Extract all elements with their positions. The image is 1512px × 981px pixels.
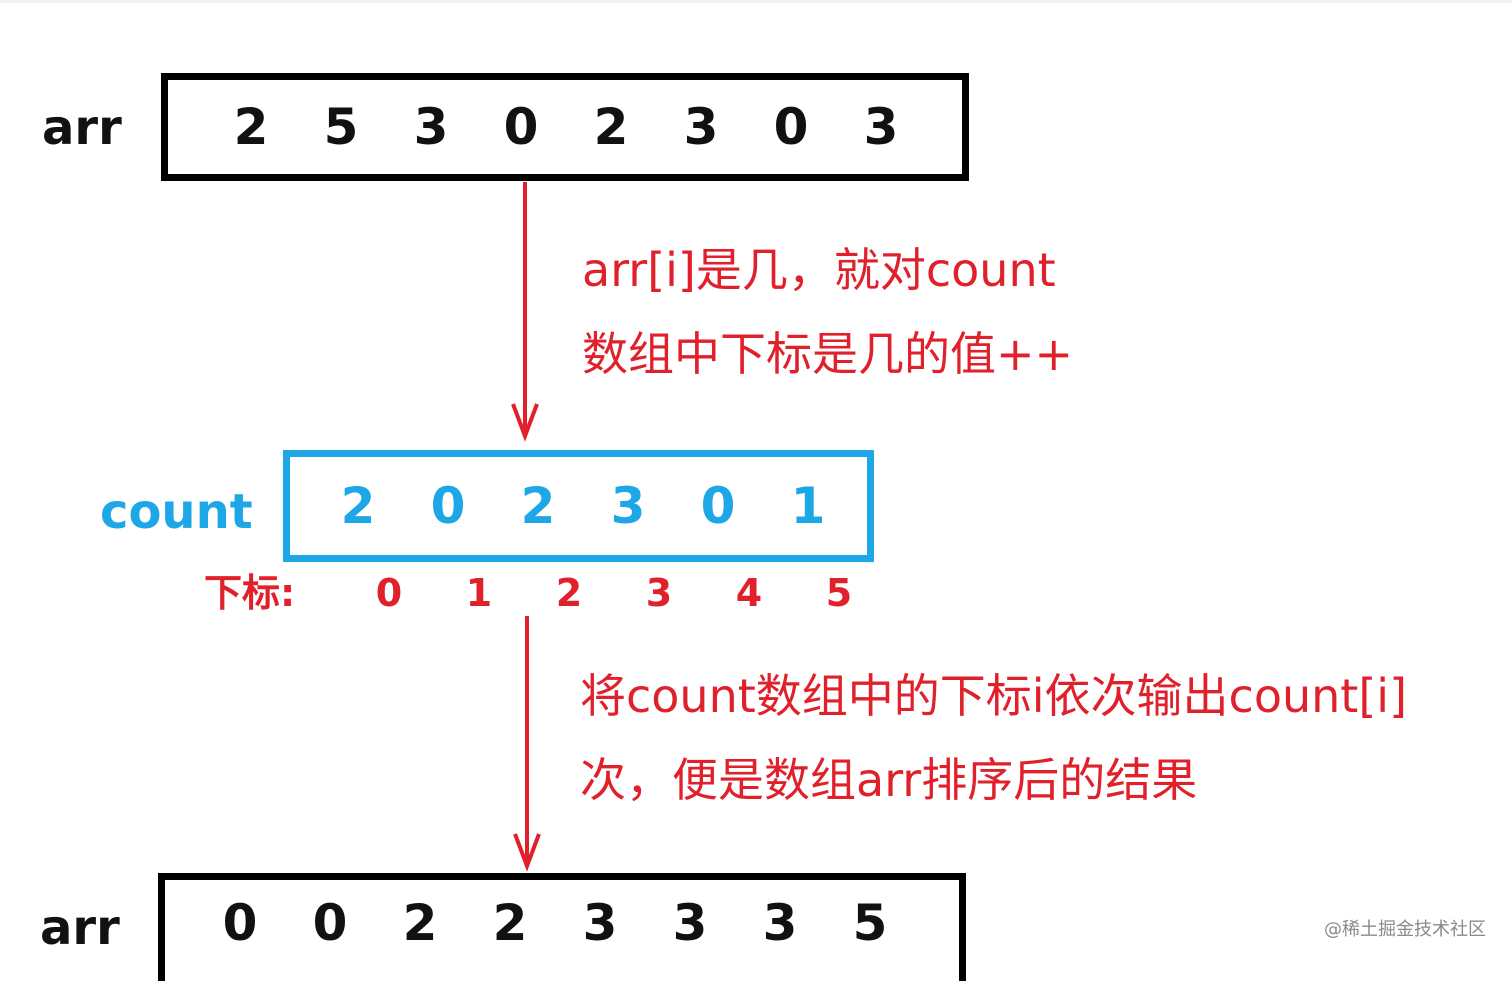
count-cell: 2: [340, 477, 376, 535]
arr-bottom-cell: 0: [222, 893, 258, 952]
index-cell: 4: [735, 571, 763, 615]
index-row: 下标: 0 1 2 3 4 5: [204, 574, 884, 612]
arr-top-cell: 2: [593, 98, 629, 156]
arr-top-cell: 0: [773, 98, 809, 156]
count-cell: 0: [430, 477, 466, 535]
top-border-strip: [0, 0, 1512, 3]
arr-bottom-cell: 3: [672, 893, 708, 952]
arr-bottom-cell: 2: [492, 893, 528, 952]
index-label: 下标:: [204, 571, 296, 615]
index-cell: 0: [375, 571, 403, 615]
count-cell: 3: [610, 477, 646, 535]
arr-bottom-box: 0 0 2 2 3 3 3 5: [158, 873, 966, 981]
arr-bottom-cells: 0 0 2 2 3 3 3 5: [195, 898, 915, 948]
arr-bottom-cell: 3: [762, 893, 798, 952]
index-cell: 3: [645, 571, 673, 615]
index-cell: 2: [555, 571, 583, 615]
arr-top-cell: 2: [233, 98, 269, 156]
step1-note-line1: arr[i]是几，就对count: [582, 243, 1056, 297]
count-cells: 2 0 2 3 0 1: [313, 481, 853, 531]
arr-bottom-cell: 5: [852, 893, 888, 952]
count-label: count: [100, 484, 253, 540]
index-cell: 1: [465, 571, 493, 615]
arr-top-cell: 3: [683, 98, 719, 156]
arr-top-box: 2 5 3 0 2 3 0 3: [161, 73, 969, 181]
down-arrow-1: [511, 182, 539, 442]
step2-note-line2: 次，便是数组arr排序后的结果: [580, 753, 1198, 807]
arr-top-label: arr: [42, 100, 122, 156]
count-cell: 1: [790, 477, 826, 535]
down-arrow-2: [513, 616, 541, 872]
arr-bottom-cell: 0: [312, 893, 348, 952]
index-cell: 5: [825, 571, 853, 615]
step2-note-line1: 将count数组中的下标i依次输出count[i]: [580, 669, 1408, 723]
count-cell: 2: [520, 477, 556, 535]
arr-bottom-cell: 2: [402, 893, 438, 952]
count-box: 2 0 2 3 0 1: [283, 450, 874, 562]
arr-top-cell: 3: [413, 98, 449, 156]
arr-top-cell: 0: [503, 98, 539, 156]
arr-bottom-label: arr: [40, 900, 120, 956]
watermark-text: @稀土掘金技术社区: [1324, 919, 1486, 940]
arr-top-cell: 3: [863, 98, 899, 156]
arr-bottom-cell: 3: [582, 893, 618, 952]
arr-top-cell: 5: [323, 98, 359, 156]
arr-top-cells: 2 5 3 0 2 3 0 3: [206, 102, 926, 152]
count-cell: 0: [700, 477, 736, 535]
step1-note-line2: 数组中下标是几的值++: [582, 327, 1074, 381]
